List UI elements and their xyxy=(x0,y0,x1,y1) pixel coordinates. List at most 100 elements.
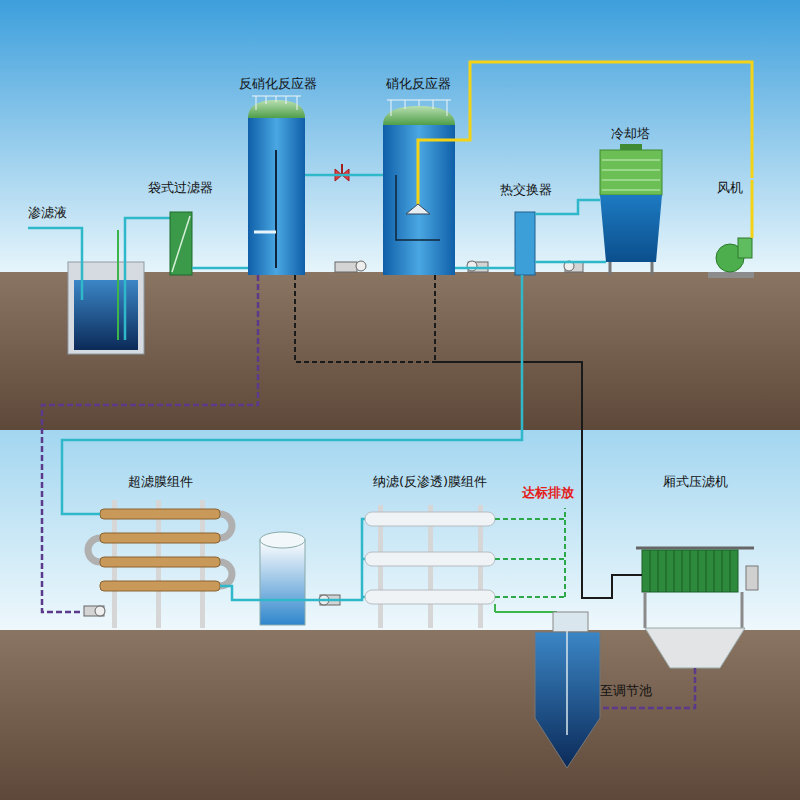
air-pipe xyxy=(751,180,754,208)
equipment-label: 袋式过滤器 xyxy=(144,178,217,198)
rail xyxy=(405,100,406,109)
flow-pipe xyxy=(461,62,752,178)
pipe-stub xyxy=(592,261,606,264)
pump-body xyxy=(565,262,583,272)
flow-label: 至调节池 xyxy=(598,682,654,700)
pipe-stub xyxy=(630,574,642,576)
rail xyxy=(256,96,257,110)
mixer-paddle xyxy=(254,231,276,234)
pipe-stub xyxy=(192,267,218,270)
equipment-node: 热交换器 xyxy=(495,180,557,275)
plate xyxy=(730,550,731,592)
press-plates xyxy=(642,550,738,592)
flow-pipe xyxy=(557,261,592,264)
tower-slats xyxy=(602,160,660,190)
flow-pipe xyxy=(295,275,630,598)
tank-neck xyxy=(553,612,588,632)
plate xyxy=(690,550,691,592)
equipment-label: 热交换器 xyxy=(496,180,556,200)
air-pipe xyxy=(418,140,461,205)
membrane-tube xyxy=(365,590,495,604)
pipe xyxy=(495,596,565,598)
pipe-stub xyxy=(375,174,383,177)
rail xyxy=(391,100,392,116)
press-leg xyxy=(741,592,744,628)
equipment-label: 硝化反应器 xyxy=(382,74,455,94)
pipe xyxy=(494,604,496,612)
pump-symbol xyxy=(335,261,366,272)
air-diffuser xyxy=(406,204,430,214)
flow-pipe xyxy=(240,599,355,602)
reactor-body xyxy=(248,118,305,275)
equipment-node: 风机 xyxy=(700,178,760,280)
pipe-stub xyxy=(80,513,100,516)
reactor-dome xyxy=(248,100,305,118)
concentrate-line xyxy=(495,612,556,626)
plate xyxy=(650,550,651,592)
plate xyxy=(706,550,707,592)
flow-label: 渗滤液 xyxy=(26,204,69,222)
rail xyxy=(286,96,287,104)
membrane-tube xyxy=(100,581,220,591)
equipment-node: 厢式压滤机 xyxy=(630,472,760,612)
rail xyxy=(447,100,448,116)
reactor-rail xyxy=(252,96,301,110)
permeate-line xyxy=(495,508,565,597)
inlet-pipe xyxy=(28,228,82,300)
rail xyxy=(266,96,267,104)
membrane-tube xyxy=(365,552,495,566)
pipe xyxy=(495,518,565,520)
plate xyxy=(722,550,723,592)
slat xyxy=(602,159,660,161)
flow-pipe xyxy=(557,200,592,214)
plate xyxy=(666,550,667,592)
pipe-stub xyxy=(355,519,366,600)
rail xyxy=(276,96,277,102)
slat xyxy=(602,189,660,191)
sludge-hopper xyxy=(645,628,745,668)
pipe-stub xyxy=(455,267,461,270)
tower-leg xyxy=(609,262,612,275)
plate xyxy=(682,550,683,592)
control-box xyxy=(746,566,758,590)
pipe-stub xyxy=(495,267,515,270)
pipe-stub xyxy=(220,586,240,600)
pump-symbol xyxy=(467,261,488,272)
flow-pipe xyxy=(42,275,258,612)
pool-water xyxy=(74,280,138,350)
reactor-rail xyxy=(387,100,451,116)
membrane-tube xyxy=(100,557,220,567)
blower-motor xyxy=(738,238,752,258)
rail xyxy=(419,100,420,106)
press-leg xyxy=(644,592,647,628)
tower-basin xyxy=(600,195,662,262)
membrane-tube xyxy=(100,533,220,543)
pump-symbol xyxy=(84,606,105,616)
plate xyxy=(658,550,659,592)
bag-filter xyxy=(170,212,192,275)
tower-leg xyxy=(651,262,654,275)
filter-mark xyxy=(172,216,190,272)
plate xyxy=(674,550,675,592)
equipment-node: 反硝化反应器 xyxy=(232,74,324,275)
equipment-node: 纳滤(反渗透)膜组件 xyxy=(355,472,505,627)
equipment-label: 纳滤(反渗透)膜组件 xyxy=(369,472,491,492)
flow-pipe xyxy=(218,267,232,270)
inner-pipe xyxy=(396,175,440,240)
sky xyxy=(0,430,800,630)
plate xyxy=(714,550,715,592)
plate-lines xyxy=(650,550,730,592)
membrane-tube xyxy=(100,509,220,519)
reactor-dome xyxy=(383,106,455,125)
rail xyxy=(297,96,298,110)
equipment-node: 袋式过滤器 xyxy=(142,178,218,275)
equipment-label: 厢式压滤机 xyxy=(659,472,732,492)
tank-top xyxy=(260,532,305,548)
u-bend xyxy=(220,562,232,586)
pipe xyxy=(125,218,170,340)
pump-body xyxy=(84,606,104,616)
flow-pipe xyxy=(62,275,522,514)
membrane-tube xyxy=(365,512,495,526)
equipment-node: 硝化反应器 xyxy=(375,74,461,275)
